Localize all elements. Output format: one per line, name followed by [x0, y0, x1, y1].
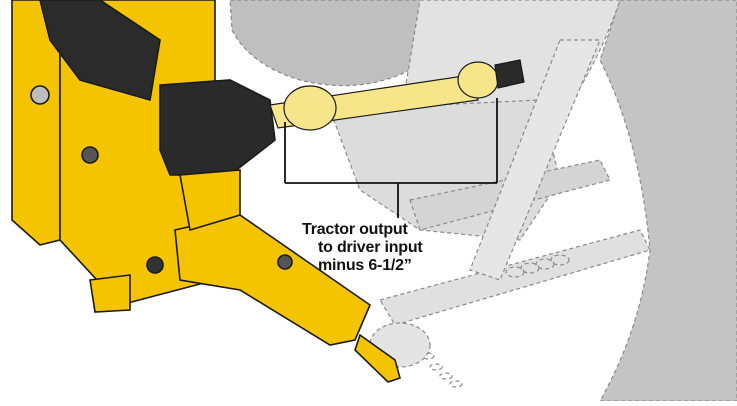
gearbox-shroud [39, 0, 161, 102]
tractor-rear-tire-right [598, 0, 737, 402]
measurement-callout: Tractor output to driver input minus 6-1… [302, 221, 450, 275]
shaft-yoke-left [283, 85, 337, 131]
bolt [30, 85, 50, 105]
tractor-lower-arm [379, 229, 651, 326]
pto-shaft [269, 59, 525, 131]
tractor-lift-arm [469, 39, 601, 281]
tractor-ghost [229, 0, 737, 402]
shaft-yoke-right [457, 61, 499, 99]
callout-line-2: to driver input [318, 239, 423, 256]
hitch-pin [354, 333, 401, 383]
tractor-pto-stub [494, 59, 525, 89]
callout-line-3: minus 6-1/2” [318, 257, 412, 274]
implement [11, 0, 401, 383]
bolt [81, 146, 99, 164]
implement-foot [89, 274, 131, 313]
measurement-bracket [284, 98, 498, 218]
bolt [146, 256, 164, 274]
callout-line-1: Tractor output [302, 221, 408, 238]
gearbox [159, 79, 276, 176]
bolt [277, 254, 293, 270]
implement-bracket [179, 169, 241, 232]
implement-lower-arm [174, 214, 371, 346]
tractor-rear-tire-top [229, 0, 429, 87]
